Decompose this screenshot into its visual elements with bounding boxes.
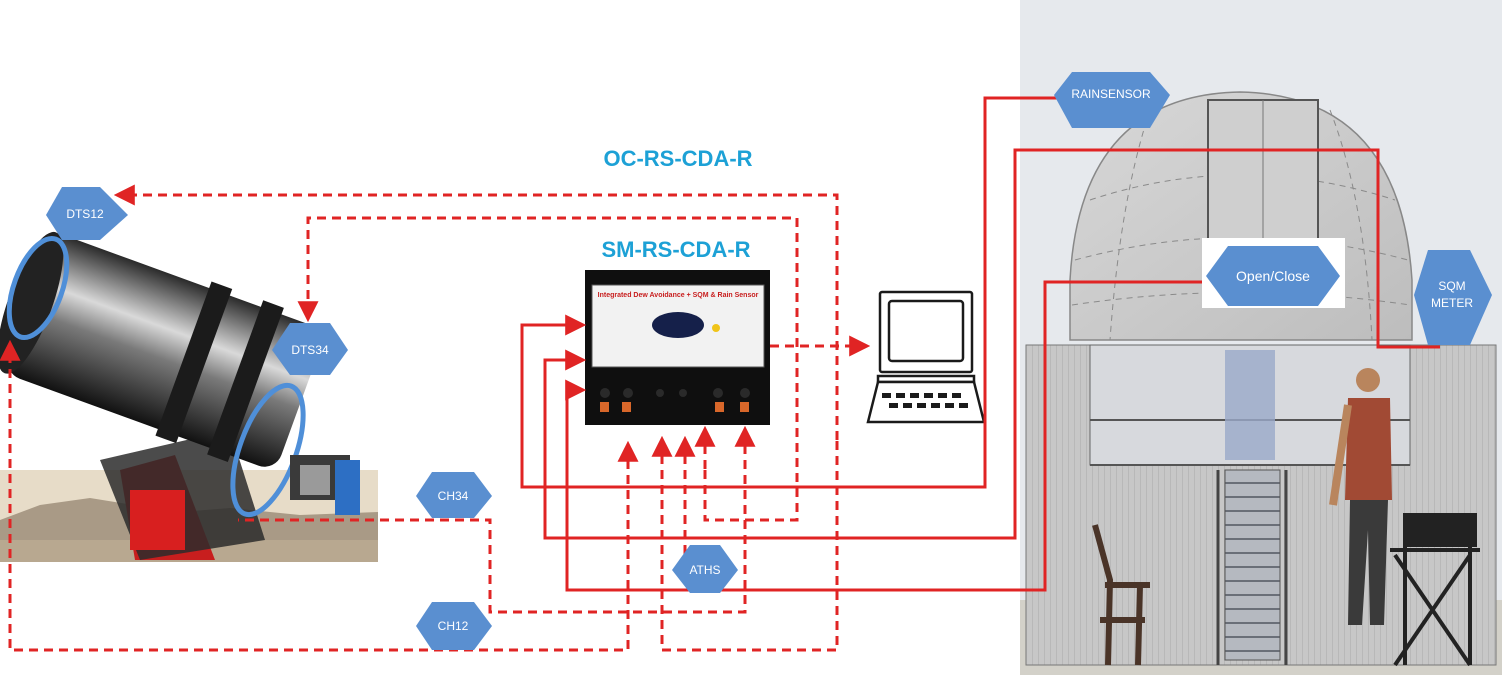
wire-ch34 — [238, 425, 756, 614]
label-sqm: SQM — [1438, 279, 1465, 293]
staircase — [1224, 469, 1281, 661]
wire-rainsensor — [520, 96, 1060, 489]
filter-wheel — [300, 465, 330, 495]
status-led — [712, 324, 720, 332]
telescope-photo — [0, 231, 378, 562]
person-figure — [1329, 368, 1392, 625]
wiring — [0, 96, 1440, 652]
observatory-building — [1020, 0, 1502, 675]
label-meter: METER — [1431, 296, 1473, 310]
open-close-callout: Open/Close — [1202, 238, 1345, 308]
wire-dts34 — [297, 216, 799, 522]
wire-open-close — [565, 280, 1205, 592]
title-oc-rs-cda-r: OC-RS-CDA-R — [603, 146, 752, 171]
hex-sqm-meter: SQM METER — [1414, 250, 1492, 345]
camera — [335, 460, 360, 515]
pier-column — [1225, 350, 1275, 460]
mount-motor — [130, 490, 185, 550]
hex-dts34: DTS34 — [272, 323, 348, 375]
label-aths: ATHS — [689, 563, 720, 577]
wire-ch12 — [0, 339, 639, 652]
wire-aths — [651, 435, 839, 652]
controller-panel-title: Integrated Dew Avoidance + SQM & Rain Se… — [598, 292, 759, 299]
label-rainsensor: RAINSENSOR — [1071, 87, 1151, 101]
hex-ch12: CH12 — [416, 602, 492, 650]
hex-aths: ATHS — [672, 545, 738, 593]
label-open-close: Open/Close — [1236, 268, 1310, 284]
controller-box: Integrated Dew Avoidance + SQM & Rain Se… — [585, 270, 770, 425]
dew-heater-band-front — [6, 235, 70, 341]
wire-sqm-meter — [543, 148, 1440, 540]
controller-logo — [652, 312, 704, 338]
label-dts34: DTS34 — [291, 343, 329, 357]
hex-ch34: CH34 — [416, 472, 492, 518]
hex-dts12: DTS12 — [46, 187, 128, 240]
label-dts12: DTS12 — [66, 207, 104, 221]
wire-dts12 — [113, 184, 839, 440]
label-ch12: CH12 — [438, 619, 469, 633]
director-chair — [1390, 513, 1480, 667]
hex-rainsensor: RAINSENSOR — [1054, 72, 1170, 128]
laptop-icon — [866, 290, 986, 424]
label-ch34: CH34 — [438, 489, 469, 503]
title-sm-rs-cda-r: SM-RS-CDA-R — [601, 237, 750, 262]
bar-stool — [1092, 524, 1150, 666]
